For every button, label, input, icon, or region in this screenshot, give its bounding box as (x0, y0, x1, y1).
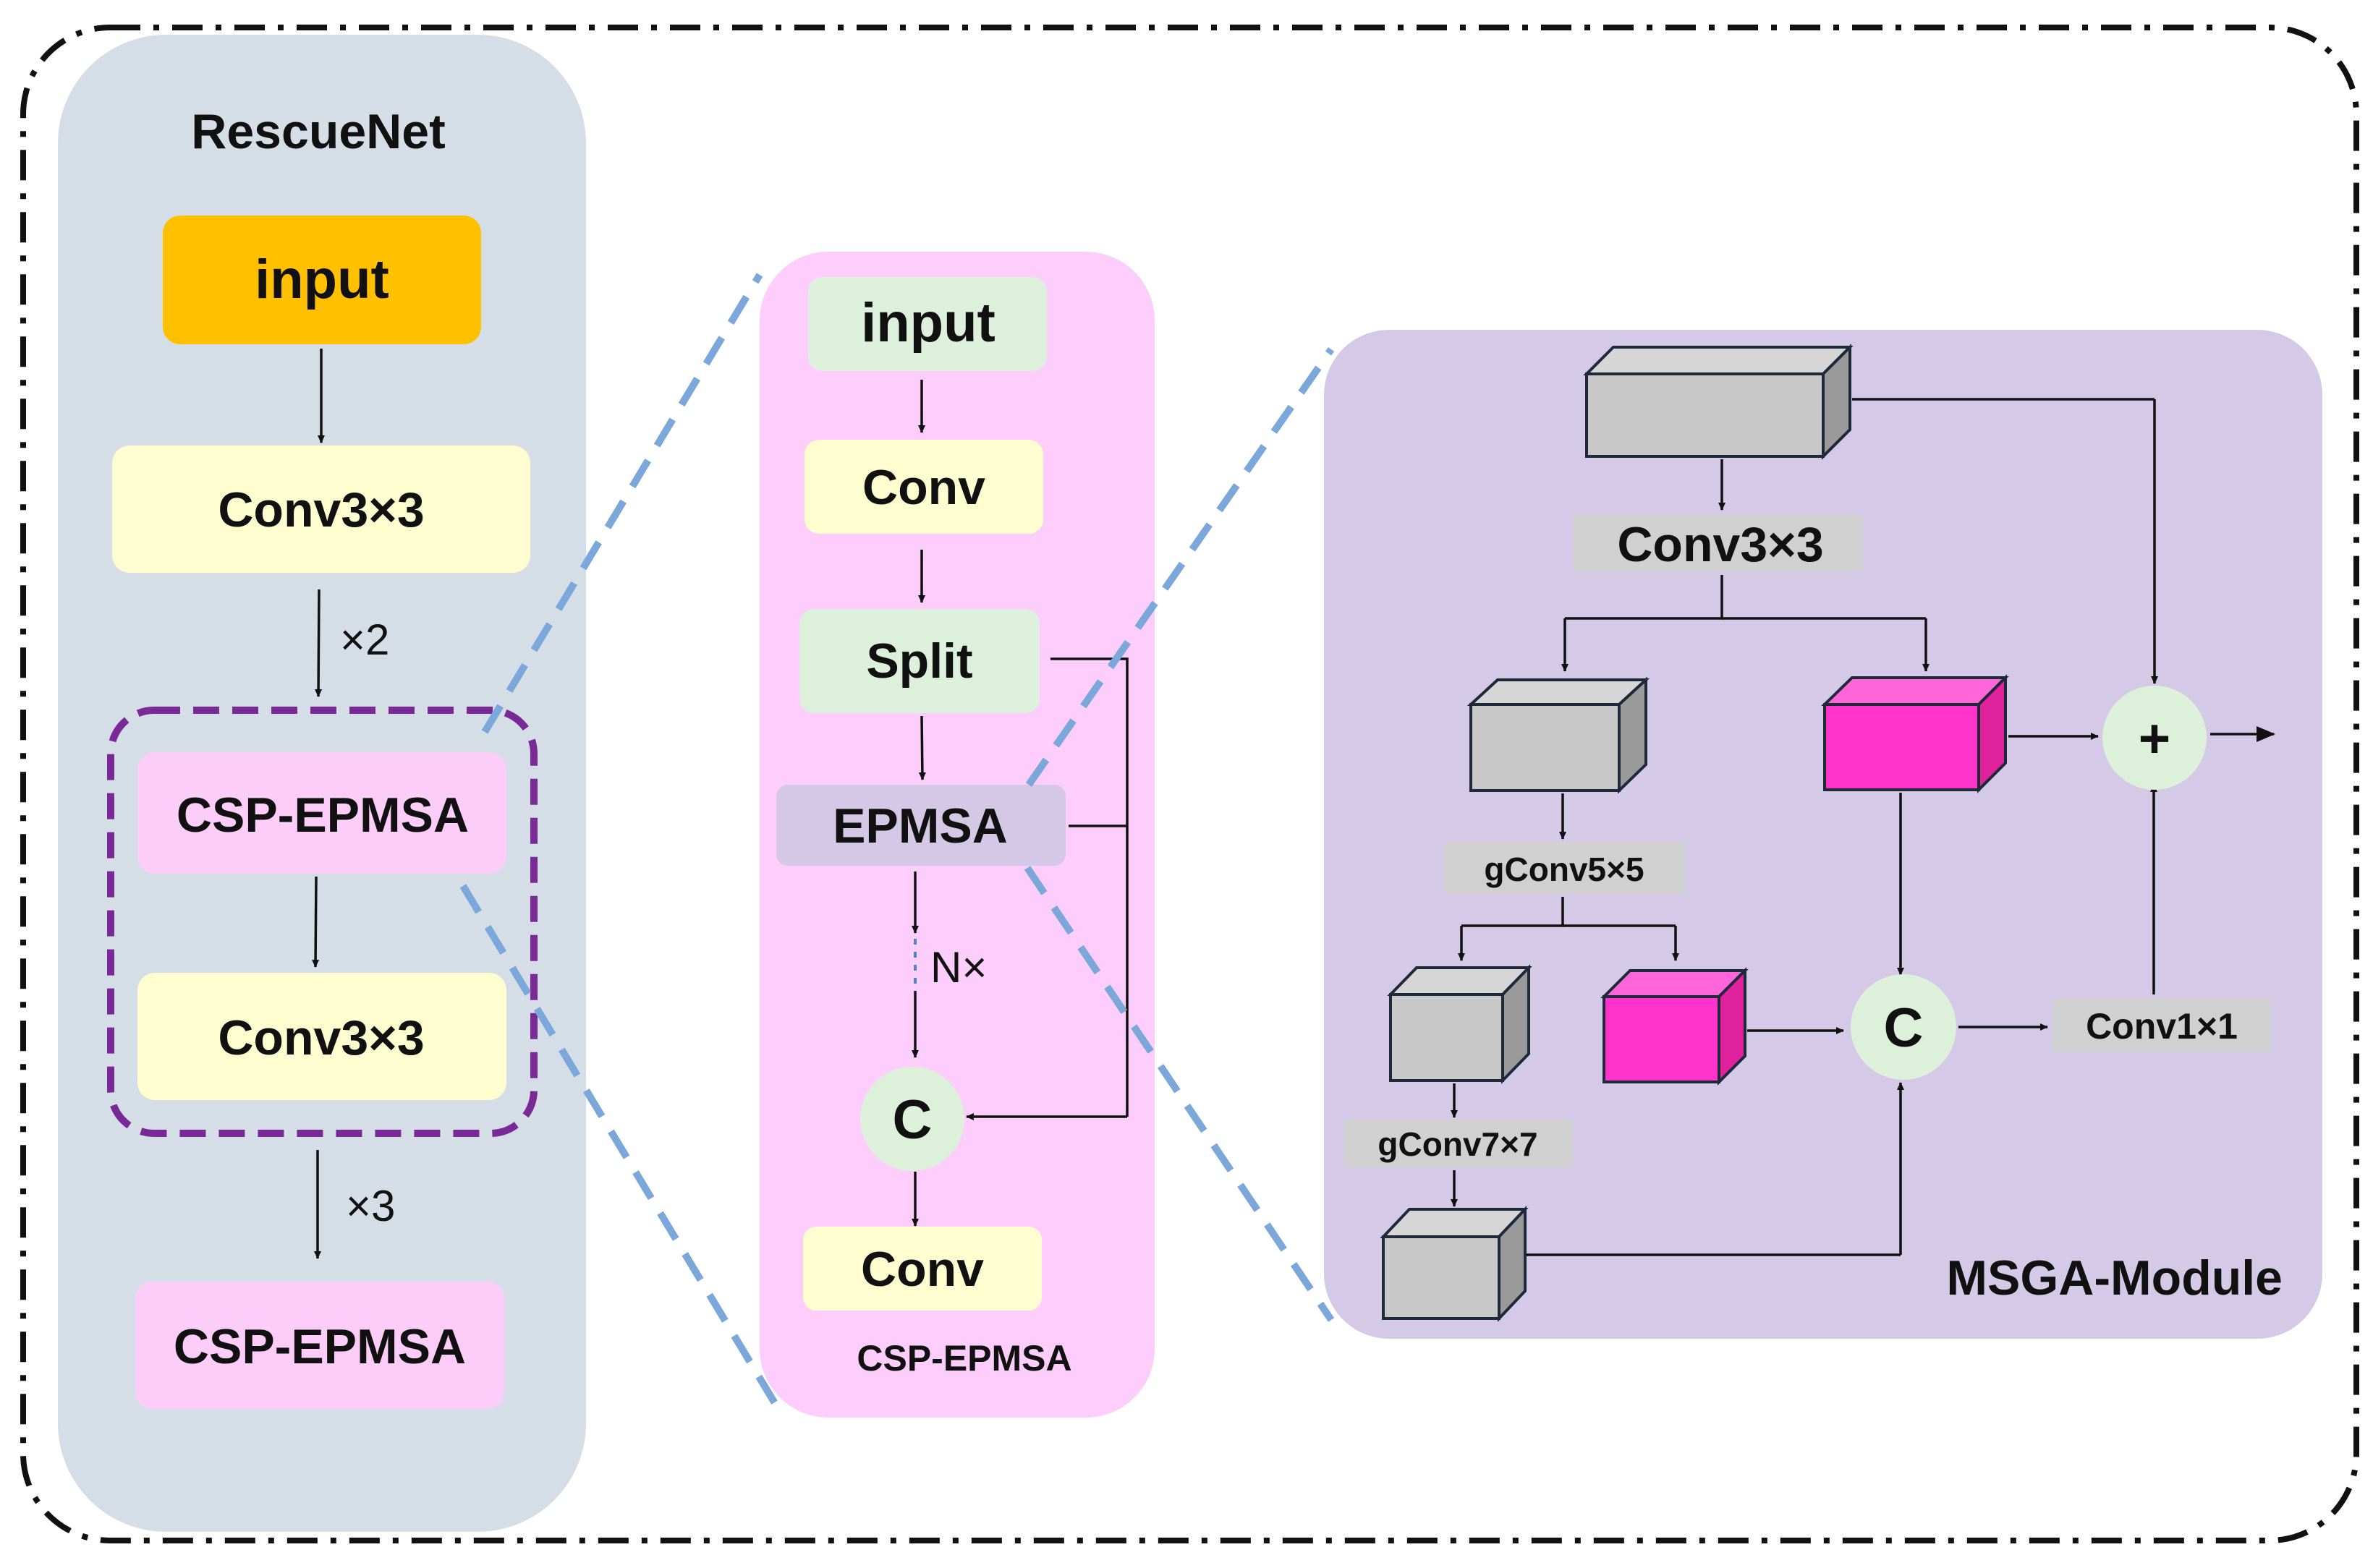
rescuenet-title: RescueNet (191, 104, 446, 159)
rescuenet-csp-epmsa-label: CSP-EPMSA (177, 788, 469, 843)
csp-split-box (799, 609, 1040, 713)
skip-from-split (1050, 657, 1129, 1117)
csp-epmsa-caption: CSP-EPMSA (857, 1338, 1071, 1379)
csp-input-box (808, 277, 1047, 371)
csp-n-times-label: N× (930, 943, 987, 992)
msga-module-caption: MSGA-Module (1946, 1250, 2283, 1305)
zoom-line-upper-left (481, 273, 763, 734)
rescuenet-csp-epmsa-final-label: CSP-EPMSA (174, 1319, 466, 1374)
rescuenet-panel: RescueNet input Conv3×3 ×2 CSP-EPMSA Con… (58, 35, 586, 1532)
csp-conv-bottom-box (803, 1227, 1042, 1311)
csp-conv-top-label: Conv (862, 460, 985, 515)
msga-gconv7x7-label: gConv7×7 (1377, 1125, 1537, 1163)
csp-epmsa-box (776, 785, 1066, 866)
repeat-x3-label: ×3 (346, 1182, 395, 1230)
rescuenet-conv3x3-label: Conv3×3 (218, 482, 424, 537)
msga-plus-circle (2102, 686, 2207, 790)
repeat-block-dashed-border (107, 707, 538, 1137)
attention-cube-small (1600, 967, 1749, 1086)
msga-conv3x3-label: Conv3×3 (1617, 517, 1823, 572)
zoom-line-upper-right (1025, 347, 1335, 787)
rescuenet-conv3x3-inner-label: Conv3×3 (218, 1010, 424, 1065)
msga-gconv5x5-label: gConv5×5 (1484, 851, 1644, 888)
msga-panel: Conv3×3 gConv5×5 (1324, 330, 2322, 1339)
input-feature-cube (1583, 344, 1854, 460)
csp-concat-label: C (893, 1089, 933, 1151)
rescuenet-conv3x3-inner-box (137, 973, 506, 1100)
msga-conv3x3-box (1574, 515, 1863, 571)
msga-gconv5x5-box (1443, 842, 1685, 894)
attention-cube-right (1821, 674, 2009, 793)
msga-gconv7x7-box (1344, 1120, 1573, 1167)
rescuenet-input-label: input (255, 249, 389, 310)
csp-conv-bottom-label: Conv (861, 1242, 984, 1297)
msga-concat-label: C (1884, 997, 1924, 1059)
csp-epmsa-label: EPMSA (833, 798, 1008, 853)
outer-frame (20, 25, 2359, 1543)
msga-conv1x1-label: Conv1×1 (2086, 1006, 2238, 1047)
repeat-x2-label: ×2 (340, 615, 389, 664)
msga-background (1324, 330, 2322, 1339)
rescuenet-conv3x3-box (112, 446, 530, 573)
csp-concat-circle (860, 1067, 964, 1171)
msga-plus-label: + (2139, 708, 2170, 770)
arrow-csp-to-conv (312, 876, 320, 968)
rescuenet-input-box (163, 216, 481, 344)
zoom-line-lower-left (459, 884, 785, 1416)
zoom-line-lower-right (1024, 866, 1335, 1322)
arrow-conv-to-csp (315, 589, 323, 697)
rescuenet-csp-epmsa-box (137, 752, 506, 874)
csp-epmsa-panel: input Conv Split EPMSA N× C Conv CSP-EPM… (760, 252, 1155, 1418)
msga-conv1x1-box (2053, 998, 2270, 1052)
feature-cube-small-left (1387, 964, 1532, 1084)
rescuenet-csp-epmsa-final-box (135, 1282, 504, 1409)
csp-conv-top-box (805, 440, 1043, 534)
msga-concat-circle (1851, 974, 1956, 1080)
feature-cube-left (1466, 676, 1650, 794)
csp-input-label: input (861, 292, 996, 354)
csp-split-label: Split (866, 634, 972, 689)
feature-cube-bottom (1380, 1205, 1529, 1323)
